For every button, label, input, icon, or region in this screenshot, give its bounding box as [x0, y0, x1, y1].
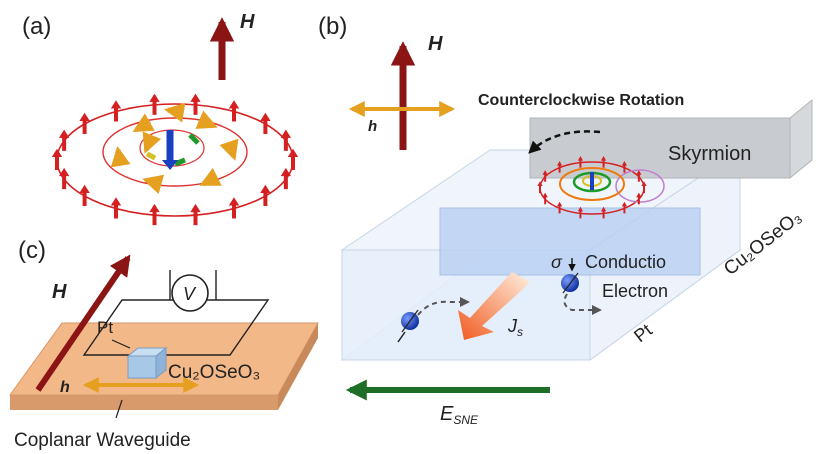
small-spin-arrow [636, 192, 642, 205]
material-label-c: Cu₂OSeO₃ [168, 362, 260, 383]
panel-a-label: (a) [22, 13, 51, 40]
outer-spin-arrow [79, 112, 90, 135]
small-skyrmion-shadow [615, 169, 665, 203]
small-spin-arrow [600, 206, 607, 219]
middle-spins [110, 102, 239, 195]
outer-spin-arrow [260, 112, 271, 135]
rf-field-label-b: h [368, 118, 377, 135]
panel-a: (a) H [22, 11, 299, 226]
skyrmion-label: Skyrmion [668, 143, 751, 165]
panel-b: (b) H h Counterclockwise Rotation Skyrmi… [318, 13, 813, 427]
outer-spin-arrow [79, 184, 90, 206]
small-spin-arrow [556, 201, 563, 214]
field-arrow-h-c [35, 254, 131, 392]
outer-spin-arrow [110, 100, 122, 122]
panel-b-label: (b) [318, 13, 347, 40]
small-spin-arrow [542, 170, 548, 182]
small-skyrmion-spins [537, 156, 647, 219]
field-label-h-c: H [52, 281, 67, 303]
inner-spins [142, 131, 200, 167]
spin-current-arrow [458, 272, 530, 340]
small-spin-arrow [600, 156, 607, 168]
outer-spin-arrow [260, 184, 271, 206]
pt-label-c: Pt [97, 318, 113, 337]
outer-spin-arrow [287, 148, 299, 170]
outer-spins [51, 93, 299, 226]
outer-spin-arrow [280, 167, 292, 190]
voltmeter-label: V [183, 284, 197, 304]
small-spin-arrow [542, 192, 548, 205]
electron-left-path [417, 297, 470, 316]
outer-spin-arrow [190, 203, 201, 226]
outer-spin-arrow [149, 93, 160, 115]
outer-spin-arrow [228, 197, 240, 219]
waveguide-front [10, 395, 278, 410]
circuit-outline [82, 299, 270, 356]
outer-spin-arrow [58, 167, 70, 190]
cu2oseo3-slab [439, 207, 701, 276]
outer-spin-arrow [51, 148, 63, 170]
outer-spin-arrow [110, 197, 122, 219]
small-spin-arrow [556, 161, 563, 173]
waveguide-side [278, 323, 318, 410]
panel-c-label: (c) [18, 237, 46, 264]
spin-current-label: Js [507, 316, 523, 339]
outer-spin-arrow [58, 129, 70, 151]
sample-crystal [127, 355, 157, 379]
small-spin-arrow [577, 156, 584, 168]
field-label-h: H [240, 11, 255, 33]
small-spin-arrow [621, 161, 628, 173]
field-label-h-b: H [428, 33, 443, 55]
rotation-arrow [528, 130, 601, 154]
small-spin-arrow [636, 170, 642, 182]
small-spin-arrow [577, 206, 584, 219]
rf-field-label-c: h [60, 379, 70, 396]
outer-spin-arrow [228, 100, 240, 122]
rotation-label: Counterclockwise Rotation [478, 92, 684, 109]
voltmeter [171, 274, 209, 312]
conduction-label: Conductio [585, 252, 666, 272]
electron-right-path [563, 293, 602, 315]
small-spin-arrow [621, 201, 628, 214]
panel-c: (c) H V Pt Cu₂OSeO₃ h Coplanar Waveguide [9, 237, 319, 451]
outer-spin-arrow [280, 129, 292, 151]
small-spin-arrow [537, 181, 543, 193]
waveguide-label: Coplanar Waveguide [14, 430, 191, 451]
esne-label: ESNE [440, 403, 479, 427]
outer-spin-arrow [149, 203, 160, 226]
sigma-label: σ [551, 252, 563, 272]
middle-spin-ring [102, 117, 248, 187]
small-spin-arrow [641, 181, 647, 193]
electron-label: Electron [602, 281, 668, 301]
